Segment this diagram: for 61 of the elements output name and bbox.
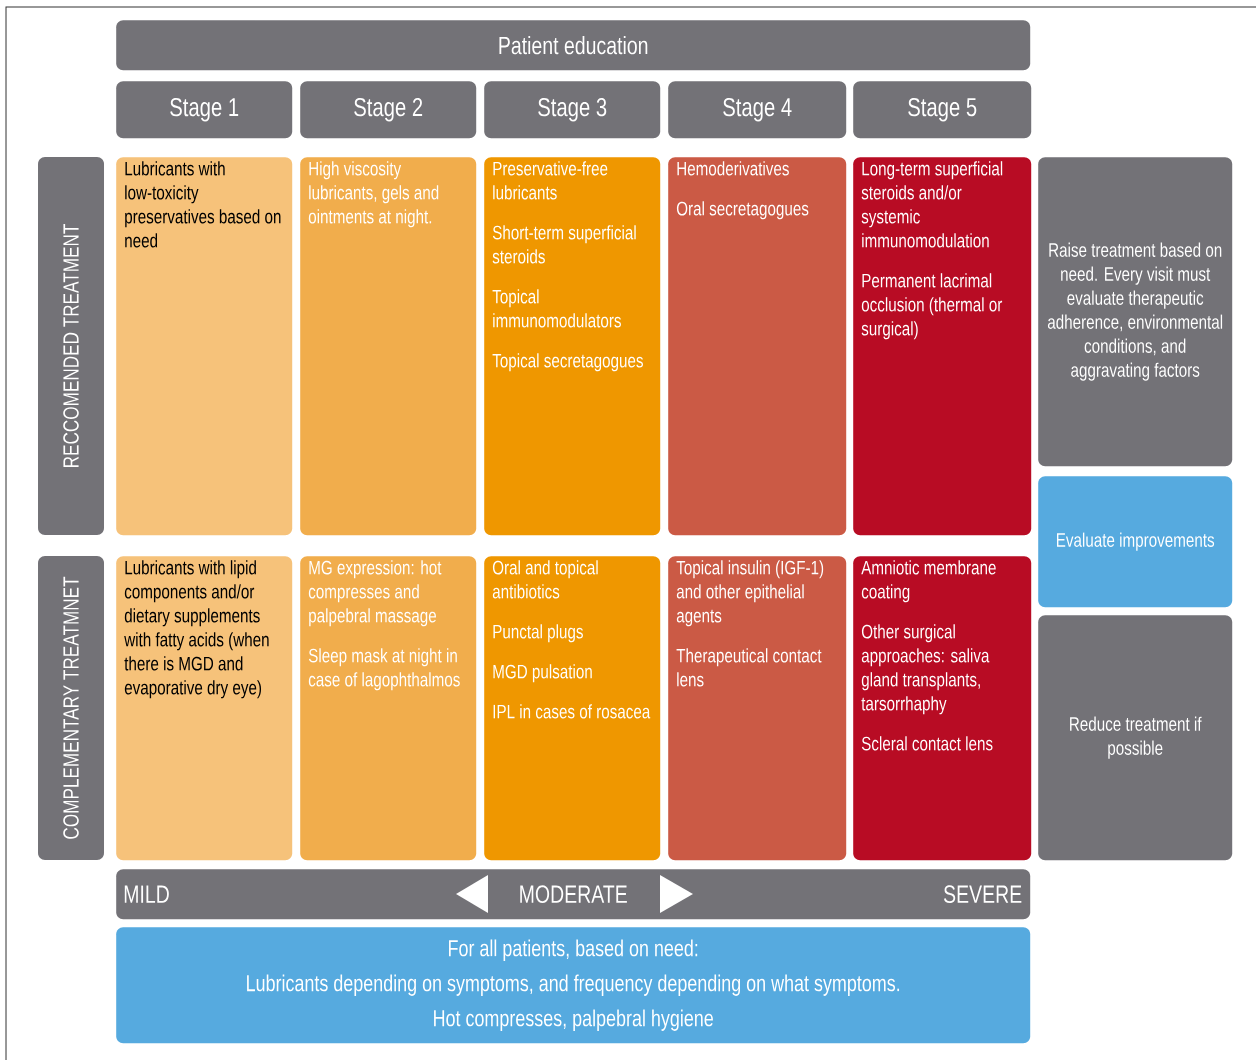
stage-header <box>668 81 847 139</box>
treatment-box <box>116 556 293 861</box>
treatment-box <box>300 157 477 536</box>
advice-text: Hot compresses, palpebral hygiene <box>434 1009 713 1031</box>
treatment-item: Amniotic membrane coating <box>861 560 996 603</box>
treatment-item: Lubricants with lipid components and/or dietary supplements with fatty acids (when there is MGD and evaporative dry eye) <box>124 560 269 699</box>
severity-label: MODERATE <box>520 885 627 904</box>
row-title: RECCOMENDED TREATMENT <box>63 224 79 467</box>
advice-box <box>116 927 1031 1044</box>
treatment-item: Preservative-free lubricants <box>493 161 608 200</box>
treatment-box <box>300 556 477 861</box>
stage-label: Stage 5 <box>908 97 977 122</box>
stage-label: Stage 2 <box>354 97 423 122</box>
treatment-item: MG expression: hot compresses and palpebral massage <box>308 560 442 627</box>
advice-text: Lubricants depending on symptoms, and frequency depending on what symptoms. <box>247 974 900 996</box>
treatment-item: Lubricants with low-toxicity preservatives based on need <box>125 161 281 248</box>
treatment-item: Oral and topical antibiotics <box>492 560 598 599</box>
advice-box <box>1038 157 1233 467</box>
stage-label: Stage 1 <box>170 97 239 122</box>
stage-label: Stage 4 <box>723 97 792 122</box>
stage-header <box>300 81 477 139</box>
treatment-item: High viscosity lubricants, gels and ointments at night. <box>308 161 439 228</box>
advice-text: Reduce treatment if possible <box>1070 716 1202 759</box>
advice-box <box>1038 476 1233 608</box>
stage-header <box>484 81 661 139</box>
treatment-box <box>116 157 293 536</box>
treatment-item: Short-term superficial steroids <box>492 225 636 264</box>
stage-header <box>116 81 293 139</box>
treatment-box <box>668 157 847 536</box>
banner-title: Patient education <box>499 36 648 55</box>
treatment-item: Permanent lacrimal occlusion (thermal or surgical) <box>861 273 1003 340</box>
severity-label: SEVERE <box>943 885 1022 904</box>
treatment-box <box>668 556 847 861</box>
treatment-item: MGD pulsation <box>493 664 592 683</box>
advice-box <box>1038 615 1233 861</box>
treatment-box <box>484 157 661 536</box>
row-header <box>38 556 104 860</box>
treatment-item: IPL in cases of rosacea <box>493 704 651 719</box>
treatment-box <box>853 556 1032 861</box>
treatment-item: Punctal plugs <box>493 624 583 643</box>
advice-text: Raise treatment based on need. Every visit must evaluate therapeutic adherence, environmental conditions, and aggravating factors <box>1047 242 1223 381</box>
treatment-item: Oral secretagogues <box>676 201 809 220</box>
stage-header <box>853 81 1032 139</box>
treatment-item: Hemoderivatives <box>677 161 789 176</box>
treatment-item: Topical secretagogues <box>492 353 643 372</box>
advice-text: Evaluate improvements <box>1057 532 1215 551</box>
treatment-item: Scleral contact lens <box>861 736 993 751</box>
treatment-item: Topical insulin (IGF-1) and other epithelial agents <box>676 560 824 627</box>
row-header <box>38 157 104 535</box>
banner <box>116 20 1031 71</box>
treatment-box <box>853 157 1032 536</box>
row-title: COMPLEMENTARY TREATMNET <box>63 576 79 839</box>
treatment-item: Long-term superficial steroids and/or systemic immunomodulation <box>861 161 1003 248</box>
treatment-item: Other surgical approaches: saliva gland transplants, tarsorrhaphy <box>861 624 990 715</box>
treatment-box <box>484 556 661 861</box>
advice-text: For all patients, based on need: <box>449 939 698 961</box>
stage-label: Stage 3 <box>538 97 607 122</box>
treatment-item: Sleep mask at night in case of lagophthalmos <box>308 648 460 691</box>
treatment-item: Therapeutical contact lens <box>676 648 822 687</box>
treatment-item: Topical immunomodulators <box>492 289 621 328</box>
severity-label: MILD <box>124 885 169 903</box>
